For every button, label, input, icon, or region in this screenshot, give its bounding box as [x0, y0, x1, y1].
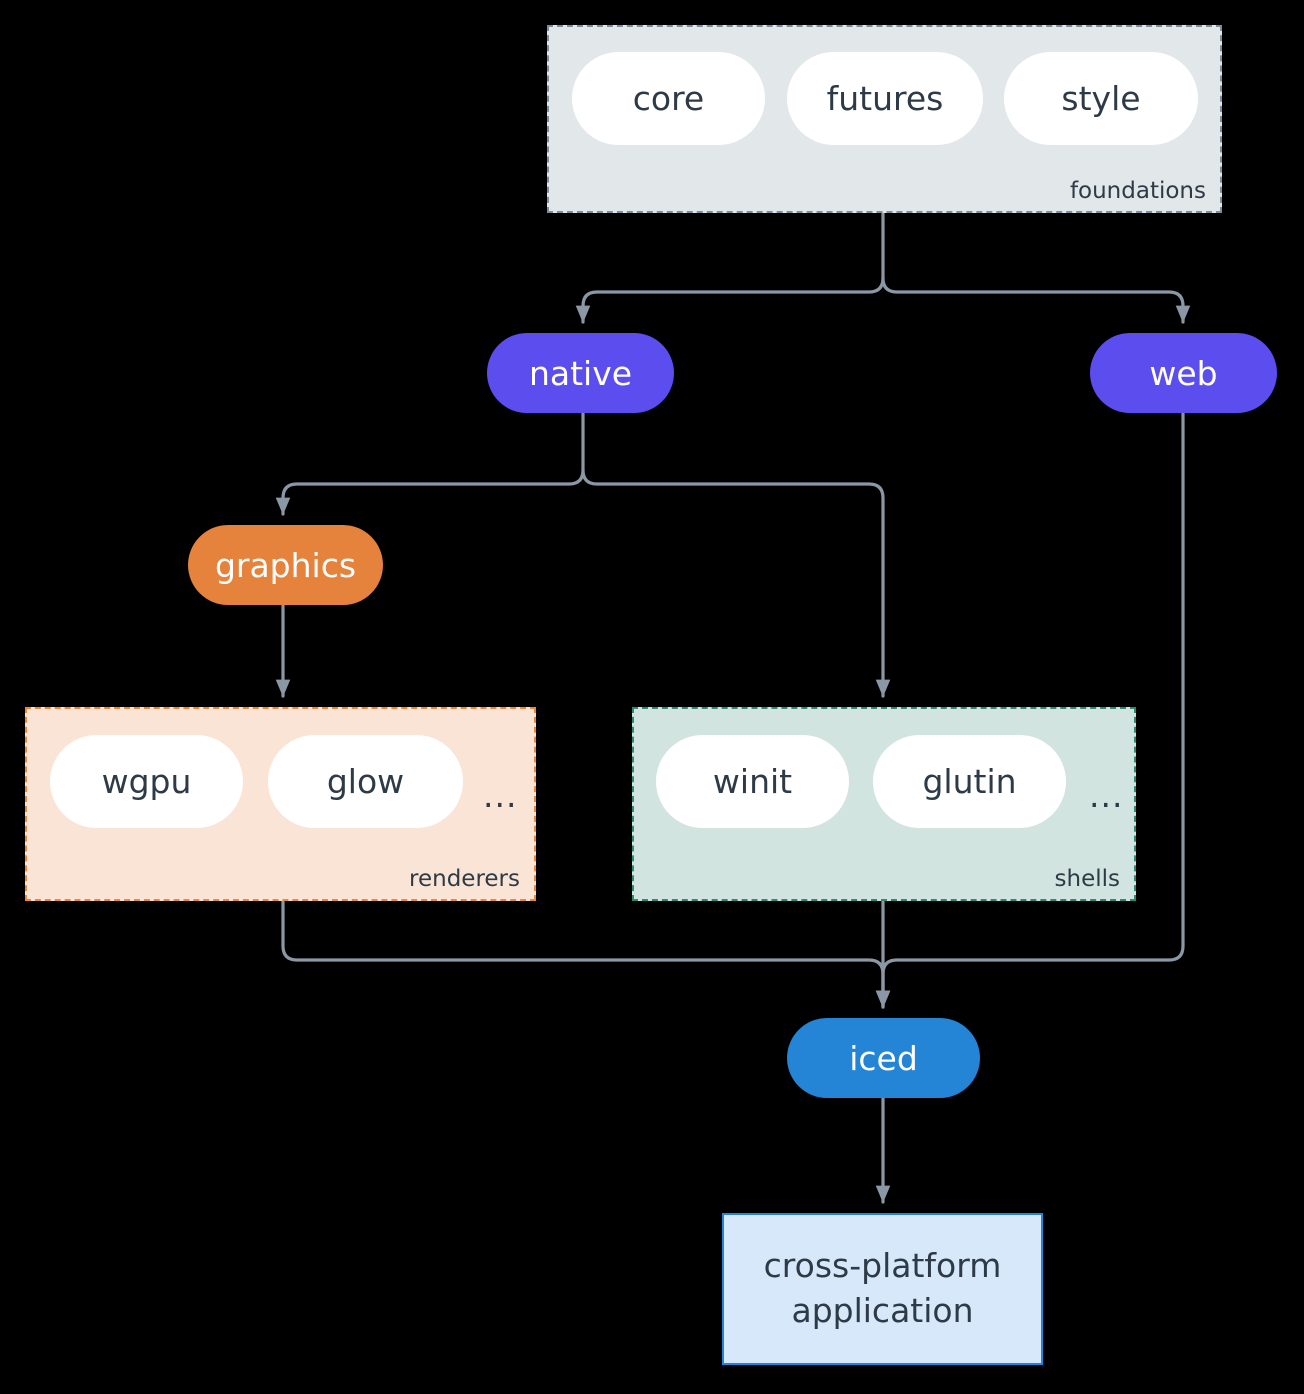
pill-winit[interactable]: winit	[656, 735, 849, 828]
edge-foundations-web	[881, 276, 1191, 324]
application-line-1: cross-platform	[763, 1246, 1002, 1286]
cluster-shells: winit glutin ... shells	[632, 707, 1136, 901]
cluster-label-foundations: foundations	[1069, 178, 1206, 204]
edge-foundations-native	[575, 211, 885, 324]
cluster-renderers: wgpu glow ... renderers	[25, 707, 536, 901]
node-native[interactable]: native	[487, 333, 674, 413]
pill-futures[interactable]: futures	[787, 52, 983, 145]
application-line-2: application	[791, 1291, 974, 1330]
cluster-label-renderers: renderers	[409, 866, 520, 892]
node-web[interactable]: web	[1090, 333, 1277, 413]
edge-native-graphics	[275, 411, 585, 516]
ellipsis-shells: ...	[1089, 776, 1124, 815]
node-iced[interactable]: iced	[787, 1018, 980, 1098]
pill-glutin[interactable]: glutin	[873, 735, 1066, 828]
node-cross-platform-application[interactable]: cross-platform application	[722, 1213, 1043, 1365]
pill-style[interactable]: style	[1004, 52, 1198, 145]
edge-renderers-iced	[281, 899, 891, 1009]
node-graphics[interactable]: graphics	[188, 525, 383, 605]
pill-core[interactable]: core	[572, 52, 765, 145]
cluster-foundations: core futures style foundations	[547, 25, 1222, 213]
cluster-label-shells: shells	[1054, 866, 1120, 892]
ellipsis-renderers: ...	[483, 776, 518, 815]
pill-glow[interactable]: glow	[268, 735, 463, 828]
pill-wgpu[interactable]: wgpu	[50, 735, 243, 828]
edge-native-shells	[581, 468, 891, 698]
